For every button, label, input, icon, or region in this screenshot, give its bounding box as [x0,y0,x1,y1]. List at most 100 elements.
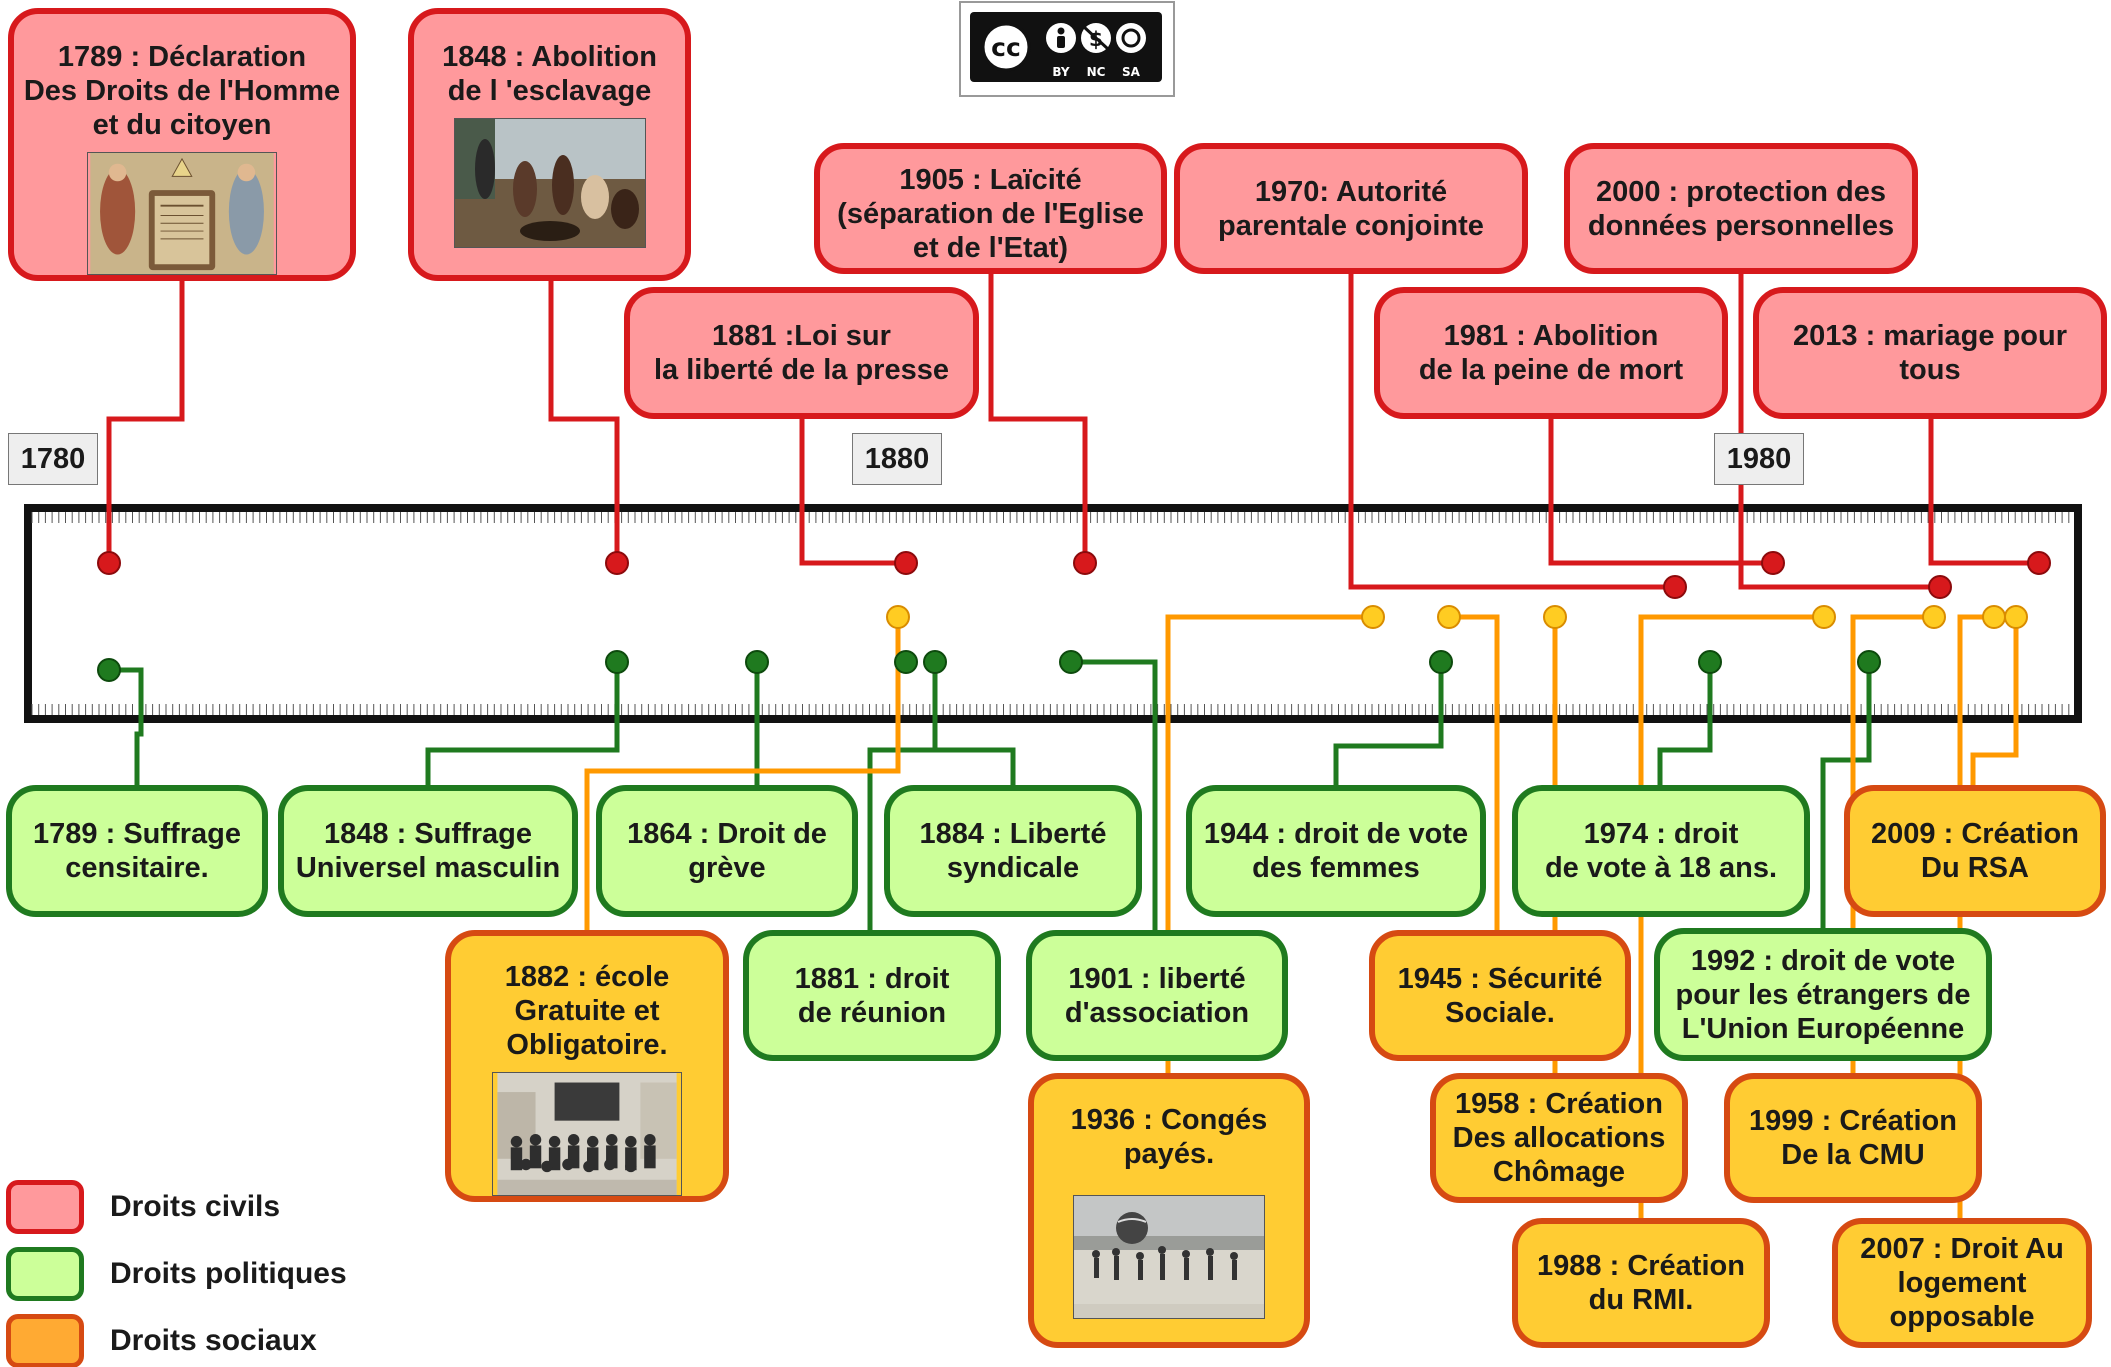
event-label: 1864 : Droit de grève [627,818,827,884]
event-label: 1988 : Création du RMI. [1537,1250,1745,1316]
connector-1848-civil [548,281,620,563]
event-label: 1789 : Suffrage censitaire. [33,818,241,884]
dot-1882 [886,605,910,629]
civil-connectors [106,274,2039,590]
dot-1864 [745,650,769,674]
connector-1901 [1071,659,1158,930]
connector-2000 [1738,274,1940,590]
connector-2013 [1928,419,2039,566]
event-label: 1944 : droit de vote des femmes [1203,818,1469,884]
sa-icon [1116,23,1146,53]
connector-1970 [1348,274,1675,590]
legend-swatch-politique [6,1247,84,1301]
sa-label: SA [1122,65,1141,79]
dot-1936 [1361,605,1385,629]
dot-1848-suffrage [605,650,629,674]
event-label: 1881 :Loi sur la liberté de la presse [654,320,949,386]
legend-swatch-civil [6,1180,84,1234]
event-label: 1999 : Création De la CMU [1749,1105,1957,1171]
politique-connectors [109,659,1872,930]
event-2009-creation-rsa: 2009 : Création Du RSA [1844,785,2106,917]
legend-swatch-social [6,1314,84,1367]
event-1944-vote-des-femmes: 1944 : droit de vote des femmes [1186,785,1486,917]
event-label: 1848 : Suffrage Universel masculin [295,818,561,884]
event-1974-vote-18-ans: 1974 : droit de vote à 18 ans. [1512,785,1810,917]
event-2007-droit-au-logement: 2007 : Droit Au logement opposable [1832,1218,2092,1348]
connector-1944 [1333,662,1444,785]
event-label: 1936 : Congés payés. [1070,1104,1268,1170]
connector-1848-suffrage [425,662,620,785]
event-2013-mariage-pour-tous: 2013 : mariage pour tous [1753,287,2107,419]
event-1901-liberte-association: 1901 : liberté d'association [1026,930,1288,1061]
event-1988-creation-rmi: 1988 : Création du RMI. [1512,1218,1770,1348]
dot-1789-suffrage [97,658,121,682]
connector-1981 [1548,419,1773,566]
event-1864-droit-de-greve: 1864 : Droit de grève [596,785,858,917]
event-1881-droit-de-reunion: 1881 : droit de réunion [743,930,1001,1061]
event-label: 1881 : droit de réunion [794,962,950,1029]
dot-1848-civil [605,551,629,575]
scale-label-1980: 1980 [1714,433,1804,485]
event-1789-declaration-droits-homme: 1789 : Déclaration Des Droits de l'Homme… [8,8,356,281]
connector-1999 [1850,614,1934,1073]
event-label: 1848 : Abolition de l 'esclavage [442,41,657,107]
scale-label-1880: 1880 [852,433,942,485]
dot-1958 [1543,605,1567,629]
event-label: 1945 : Sécurité Sociale. [1397,962,1603,1029]
beach-photo-image [1073,1195,1265,1319]
event-1884-liberte-syndicale: 1884 : Liberté syndicale [884,785,1142,917]
dot-1945 [1437,605,1461,629]
event-1789-suffrage-censitaire: 1789 : Suffrage censitaire. [6,785,268,917]
connector-1881-presse [799,419,906,566]
timeline-axis [24,504,2082,723]
scale-label-1780: 1780 [8,433,98,485]
timeline-ticks [31,512,2070,715]
event-label: 1958 : Création Des allocations Chômage [1452,1088,1666,1188]
event-1936-conges-payes: 1936 : Congés payés. [1028,1073,1310,1348]
dot-1884 [923,650,947,674]
nc-label: NC [1087,65,1106,79]
dot-1881-presse [894,551,918,575]
connector-1882 [584,617,901,930]
event-1881-liberte-presse: 1881 :Loi sur la liberté de la presse [624,287,979,419]
event-label: 1981 : Abolition de la peine de mort [1418,320,1684,386]
connector-1945 [1449,614,1500,930]
dot-1992 [1857,650,1881,674]
dot-1970 [1663,575,1687,599]
social-dots [886,605,2028,629]
civil-dots [97,551,2051,599]
legend-item-politique: Droits politiques [6,1247,366,1307]
abolition-painting-image [453,118,646,248]
event-label: 2009 : Création Du RSA [1871,818,2079,884]
connector-1884 [932,662,1016,785]
dot-1881-reunion [894,650,918,674]
event-1970-autorite-parentale: 1970: Autorité parentale conjointe [1174,143,1528,274]
event-label: 1789 : Déclaration Des Droits de l'Homme… [23,41,341,141]
creative-commons-license-badge: cc $ BY NC SA [959,1,1175,97]
connector-1789-civil [106,281,185,563]
event-1882-ecole-gratuite-obligatoire: 1882 : école Gratuite et Obligatoire. [445,930,729,1202]
event-label: 1884 : Liberté syndicale [919,818,1107,884]
dot-1981 [1761,551,1785,575]
event-label: 2000 : protection des données personnell… [1587,175,1895,242]
event-label: 1992 : droit de vote pour les étrangers … [1675,944,1971,1045]
legend-label-politique: Droits politiques [110,1257,347,1290]
connector-2009 [1970,617,2019,785]
legend-item-civil: Droits civils [6,1180,366,1240]
legend-item-social: Droits sociaux [6,1314,366,1367]
dot-2000 [1928,575,1952,599]
politique-dots [97,650,1881,682]
event-2000-donnees-personnelles: 2000 : protection des données personnell… [1564,143,1918,274]
event-label: 1905 : Laïcité (séparation de l'Eglise e… [837,164,1144,264]
event-1945-securite-sociale: 1945 : Sécurité Sociale. [1369,930,1631,1061]
by-label: BY [1052,65,1069,79]
event-1992-vote-etrangers-ue: 1992 : droit de vote pour les étrangers … [1654,928,1992,1061]
event-label: 2007 : Droit Au logement opposable [1860,1233,2064,1333]
dot-1901 [1059,650,1083,674]
legend-label-social: Droits sociaux [110,1324,317,1357]
legend-label-civil: Droits civils [110,1190,281,1223]
event-1848-abolition-esclavage: 1848 : Abolition de l 'esclavage [408,8,691,281]
event-label: 1974 : droit de vote à 18 ans. [1544,818,1778,884]
connector-1789-suffrage [109,667,144,785]
